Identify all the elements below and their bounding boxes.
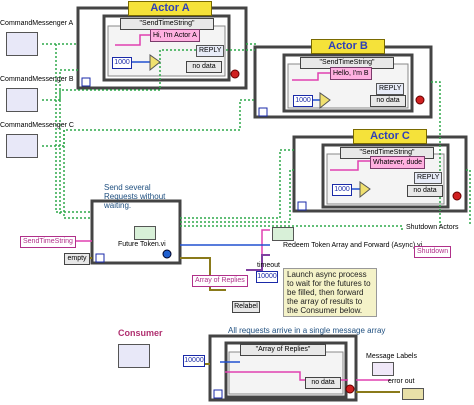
consumer-messenger-icon[interactable]	[118, 344, 150, 368]
actor-c-reply-icon: REPLY	[414, 172, 443, 184]
message-labels-label: Message Labels	[366, 353, 417, 360]
shutdown-constant: Shutdown	[414, 246, 452, 258]
consumer-timeout: 10000	[183, 355, 205, 367]
redeem-icon	[272, 227, 294, 241]
actor-a-string-constant: Hi, I'm Actor A	[150, 29, 200, 42]
future-icon	[134, 226, 156, 240]
consumer-case-selector[interactable]: "Array of Replies"	[240, 344, 326, 356]
shutdown-label: Shutdown Actors	[406, 224, 459, 231]
actor-a-reply-icon: REPLY	[196, 45, 225, 57]
message-labels-indicator[interactable]	[372, 362, 394, 376]
stop-icon-a	[230, 69, 240, 79]
send-string-control[interactable]: SendTimeString	[20, 236, 76, 248]
actor-c-title: Actor C	[353, 129, 427, 144]
messenger-icon[interactable]	[6, 134, 38, 158]
actor-a-title: Actor A	[128, 1, 212, 16]
actor-b-default-value[interactable]: no data	[370, 95, 406, 107]
consumer-default-value[interactable]: no data	[305, 377, 341, 389]
messenger-icon[interactable]	[6, 32, 38, 56]
array-of-replies-label: Array of Replies	[192, 275, 248, 287]
consumer-note: All requests arrive in a single message …	[228, 326, 386, 335]
timeout-label: timeout	[257, 262, 280, 269]
messenger-b-label: CommandMessenger B	[0, 76, 74, 83]
actor-c-default-value[interactable]: no data	[407, 185, 443, 197]
redeem-description: Launch async process to wait for the fut…	[283, 268, 377, 317]
actor-b-string-constant: Hello, I'm B	[330, 67, 372, 80]
actor-b-reply-icon: REPLY	[376, 83, 405, 95]
empty-constant[interactable]: empty	[64, 253, 90, 265]
messenger-a-label: CommandMessenger A	[0, 20, 74, 27]
timeout-value: 10000	[256, 271, 278, 283]
actor-b-timeout: 1000	[293, 95, 313, 107]
stop-icon-c	[452, 191, 462, 201]
messenger-icon[interactable]	[6, 88, 38, 112]
future-token-label: Future Token.vi	[118, 241, 166, 248]
actor-a-default-value[interactable]: no data	[186, 61, 222, 73]
stop-icon-b	[415, 95, 425, 105]
actor-c-string-constant: Whatever, dude	[370, 156, 426, 169]
relabel-node[interactable]: Relabel	[232, 301, 260, 313]
error-cluster-icon[interactable]	[402, 388, 424, 400]
error-out-label: error out	[388, 378, 415, 385]
messenger-c-label: CommandMessenger C	[0, 122, 74, 129]
redeem-vi-label: Redeem Token Array and Forward (Async).v…	[283, 242, 423, 249]
actor-b-title: Actor B	[311, 39, 385, 54]
loop-stop-requests	[162, 249, 172, 259]
consumer-title: Consumer	[118, 328, 163, 338]
requests-note: Send several Requests without waiting.	[104, 183, 166, 210]
stop-icon-consumer	[345, 384, 355, 394]
actor-a-timeout: 1000	[112, 57, 132, 69]
actor-c-timeout: 1000	[332, 184, 352, 196]
